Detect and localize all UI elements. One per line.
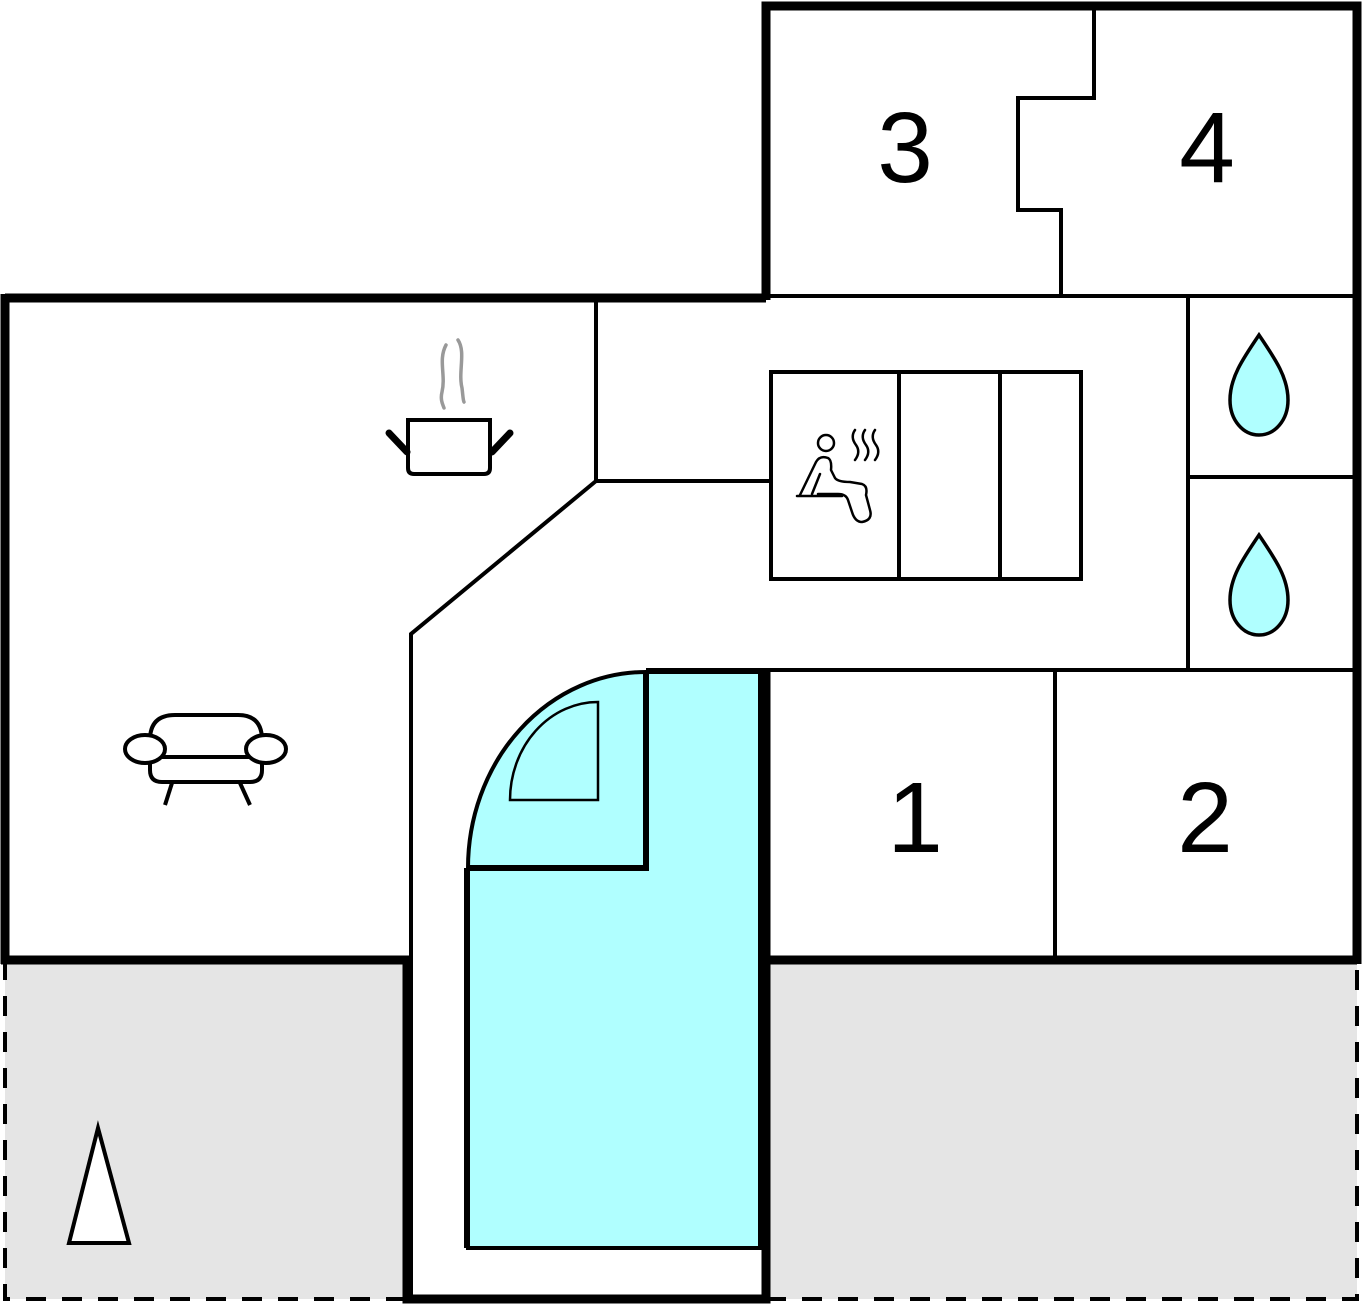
terrace-left xyxy=(3,960,407,1301)
sofa-icon xyxy=(123,713,288,806)
room-label-2: 2 xyxy=(1177,762,1233,874)
interior-walls xyxy=(409,8,1357,1299)
water-drop-icon xyxy=(1228,531,1290,637)
room-label-1: 1 xyxy=(887,762,943,874)
water-drop-icon xyxy=(1228,331,1290,437)
sauna-icon xyxy=(795,428,880,524)
terrace-right xyxy=(766,960,1359,1301)
kitchen-pot-icon xyxy=(385,338,514,476)
tent-icon xyxy=(66,1120,132,1245)
pool xyxy=(466,670,762,1250)
room-label-3: 3 xyxy=(877,92,933,204)
room-label-4: 4 xyxy=(1179,92,1235,204)
